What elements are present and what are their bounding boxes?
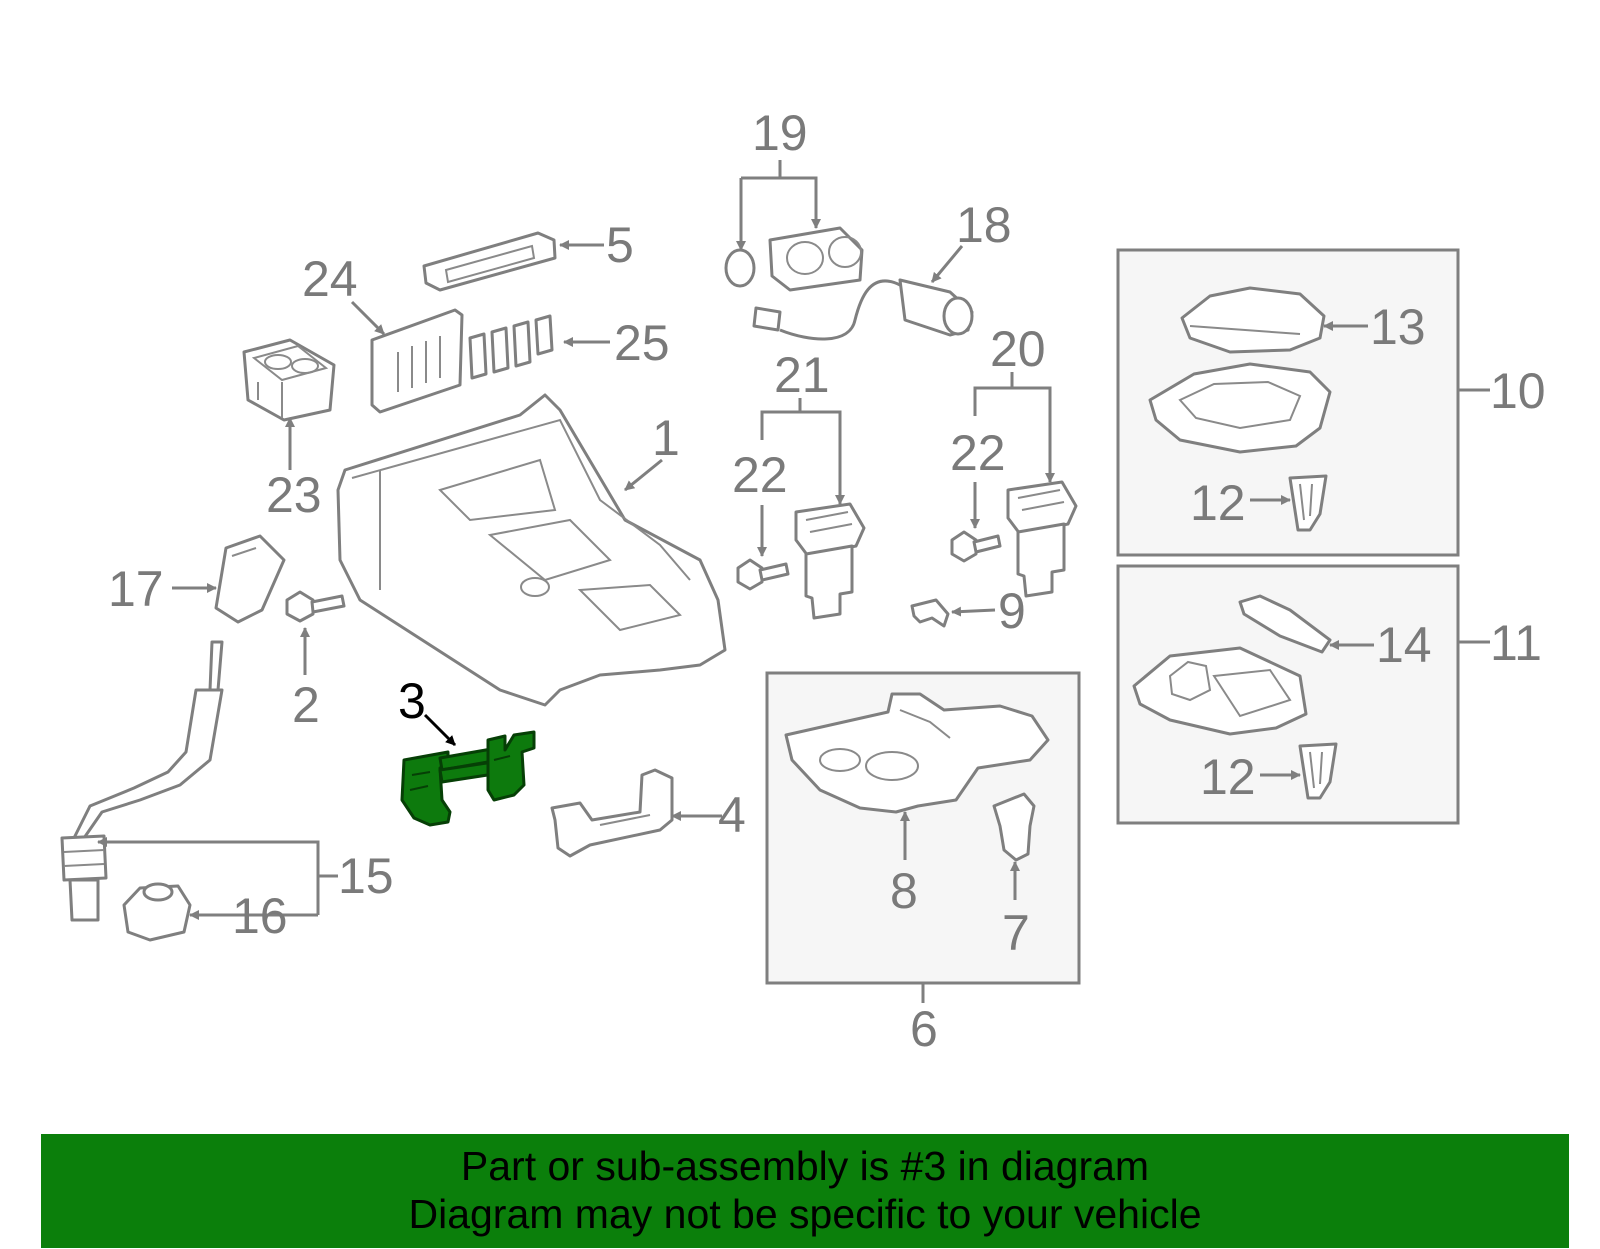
callout-13: 13: [1370, 299, 1426, 355]
banner-line-part: Part or sub-assembly is #3 in diagram: [460, 1143, 1150, 1189]
clip-part-12b: [1298, 742, 1338, 800]
callout-16: 16: [232, 888, 288, 944]
screw-part-2: [285, 590, 346, 623]
screw-part-22b: [950, 530, 1002, 563]
callout-24: 24: [302, 251, 358, 307]
callout-8: 8: [890, 863, 918, 919]
callout-1: 1: [652, 410, 680, 466]
callout-22b: 22: [950, 425, 1006, 481]
bracket-part-7: [992, 792, 1036, 862]
leader-9: [951, 606, 996, 617]
leader-18: [930, 245, 964, 283]
switch-part-21: [794, 502, 866, 620]
bracket-part-4: [550, 768, 674, 858]
callout-3: 3: [398, 673, 426, 729]
callout-10: 10: [1490, 363, 1546, 419]
callout-12b: 12: [1200, 749, 1256, 805]
cover-part-13: [1180, 286, 1326, 354]
knob-part-17: [214, 534, 286, 624]
bezel-part-10: [1148, 362, 1332, 454]
callout-21: 21: [774, 347, 830, 403]
bezel-part-8: [784, 692, 1050, 814]
lighter-part-18: [752, 278, 974, 341]
callout-22a: 22: [732, 447, 788, 503]
info-banner: Part or sub-assembly is #3 in diagram Di…: [41, 1134, 1569, 1248]
callout-6: 6: [910, 1001, 938, 1057]
bushing-part-16: [122, 882, 192, 942]
leader-1: [624, 458, 663, 492]
callout-23: 23: [266, 467, 322, 523]
trim-part-14: [1238, 594, 1332, 654]
clips-part-25: [468, 314, 554, 380]
callout-4: 4: [718, 787, 746, 843]
socket-part-19: [724, 226, 864, 292]
bezel-part-11: [1132, 646, 1308, 736]
leader-19-top: [741, 176, 821, 229]
callout-18: 18: [956, 197, 1012, 253]
callout-5: 5: [606, 217, 634, 273]
callout-7: 7: [1002, 905, 1030, 961]
leader-3: [423, 713, 457, 747]
shift-lever-part-15: [60, 640, 224, 922]
callout-12a: 12: [1190, 475, 1246, 531]
leader-24: [350, 300, 386, 336]
callout-11: 11: [1490, 615, 1542, 671]
callout-14: 14: [1376, 617, 1432, 673]
callout-15: 15: [338, 848, 394, 904]
callout-2: 2: [292, 677, 320, 733]
callout-19: 19: [752, 105, 808, 161]
callout-17: 17: [108, 561, 164, 617]
switch-part-23: [242, 338, 336, 422]
screw-part-22a: [736, 558, 790, 591]
vent-part-24: [370, 308, 464, 414]
leader-15: [97, 837, 338, 878]
clip-part-12a: [1288, 474, 1328, 532]
bracket-part-3-highlighted: [400, 730, 536, 827]
callout-9: 9: [998, 583, 1026, 639]
clip-part-9: [910, 598, 950, 628]
banner-line-disclaimer: Diagram may not be specific to your vehi…: [408, 1191, 1202, 1237]
center-console-part-1: [336, 393, 727, 707]
switch-part-20: [1006, 480, 1078, 598]
callout-20: 20: [990, 321, 1046, 377]
trim-part-5: [422, 231, 557, 292]
callout-25: 25: [614, 315, 670, 371]
